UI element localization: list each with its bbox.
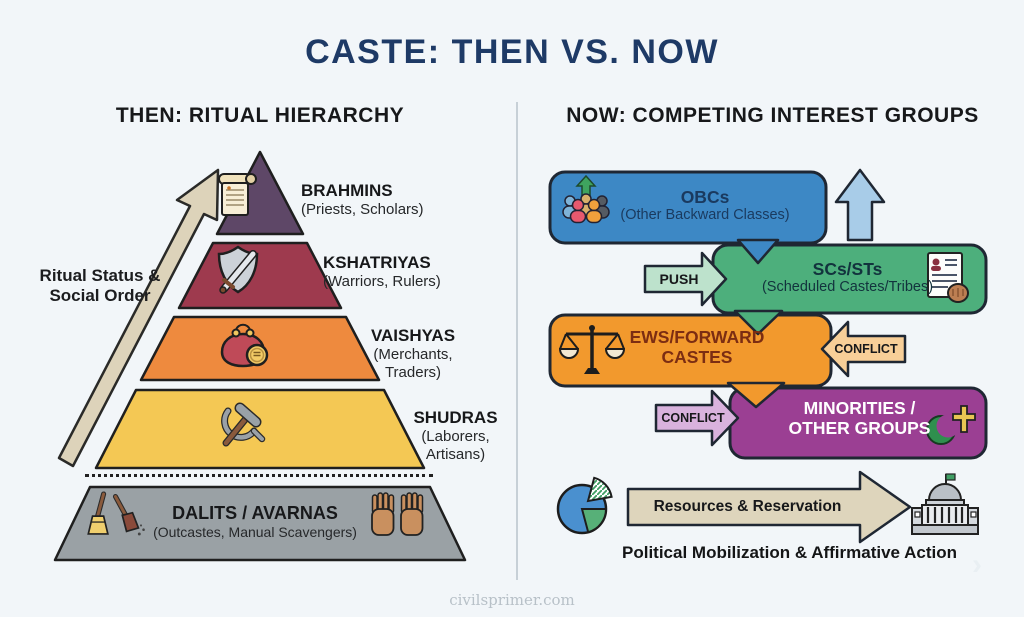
level-label-kshatriyas: KSHATRIYAS (Warriors, Rulers) xyxy=(323,253,441,290)
level-label-shudras: SHUDRAS (Laborers, Artisans) xyxy=(413,408,498,463)
crescent-cross-icon xyxy=(926,405,976,445)
hammer-sickle-icon xyxy=(221,402,266,447)
group-label-scst: SCs/STs (Scheduled Castes/Tribes) xyxy=(761,259,934,295)
level-label-vaishyas: VAISHYAS (Merchants, Traders) xyxy=(370,326,456,381)
people-group-icon xyxy=(562,174,610,224)
hands-icon xyxy=(371,492,424,536)
axis-label: Ritual Status & Social Order xyxy=(39,266,161,305)
next-chevron-icon: › xyxy=(972,548,982,581)
government-building-icon xyxy=(911,473,979,535)
outcaste-separator-line xyxy=(85,474,433,477)
ritual-hierarchy-pyramid xyxy=(53,150,467,562)
obc-box xyxy=(548,170,828,245)
watermark: civilsprimer.com xyxy=(449,591,575,609)
interest-groups-diagram xyxy=(548,168,988,544)
ballot-fist-icon xyxy=(927,252,969,303)
ews-to-minorities-connector xyxy=(726,381,786,409)
broom-icon xyxy=(87,491,145,536)
group-label-minorities: MINORITIES / OTHER GROUPS xyxy=(788,398,931,438)
conflict-arrow-right-label: CONFLICT xyxy=(834,342,898,356)
conflict-arrow-right xyxy=(820,320,907,378)
obc-to-scst-connector xyxy=(736,238,780,265)
resources-arrow-label: Resources & Reservation xyxy=(653,498,842,515)
shield-sword-icon xyxy=(217,245,259,294)
pyramid-level-shudras xyxy=(94,388,426,470)
group-label-obc: OBCs (Other Backward Classes) xyxy=(620,187,790,223)
level-label-dalits: DALITS / AVARNAS (Outcastes, Manual Scav… xyxy=(153,503,357,540)
group-label-ews: EWS/FORWARD CASTES xyxy=(629,327,765,367)
pyramid-level-dalits xyxy=(53,485,467,562)
right-panel-footer: Political Mobilization & Affirmative Act… xyxy=(622,543,957,562)
scroll-icon xyxy=(218,173,257,216)
left-panel-heading: THEN: RITUAL HIERARCHY xyxy=(115,104,405,127)
conflict-arrow-left xyxy=(654,389,740,447)
right-panel-heading: NOW: COMPETING INTEREST GROUPS xyxy=(566,104,979,127)
push-arrow xyxy=(643,251,728,307)
scst-to-ews-connector xyxy=(733,309,784,336)
status-ascent-arrow xyxy=(57,168,220,468)
resources-arrow xyxy=(626,470,912,544)
pie-chart-icon xyxy=(556,476,613,535)
level-label-brahmins: BRAHMINS (Priests, Scholars) xyxy=(301,181,424,218)
balance-scale-icon xyxy=(558,325,626,374)
push-arrow-label: PUSH xyxy=(659,271,699,287)
conflict-arrow-left-label: CONFLICT xyxy=(661,411,725,425)
pyramid-level-kshatriyas xyxy=(177,241,343,310)
upward-mobility-arrow xyxy=(834,168,886,242)
page-title: CASTE: THEN VS. NOW xyxy=(305,33,719,71)
coin-purse-icon xyxy=(220,323,269,368)
panel-divider xyxy=(516,102,518,580)
